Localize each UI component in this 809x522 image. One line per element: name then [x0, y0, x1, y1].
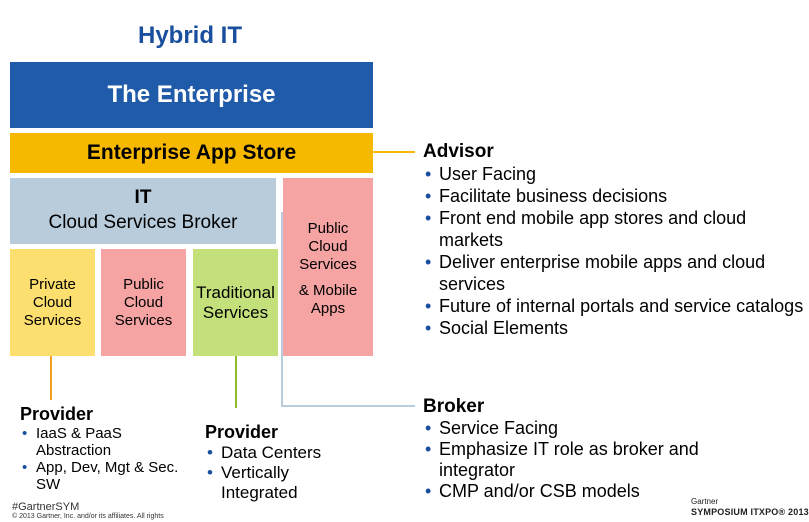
broker-item: CMP and/or CSB models — [423, 481, 743, 502]
broker-connector-horizontal — [281, 405, 415, 407]
provider2-item: Data Centers — [205, 443, 365, 463]
app-store-block: Enterprise App Store — [10, 133, 373, 173]
public-apps-line3: Services — [299, 256, 357, 273]
provider1-connector-line — [50, 356, 52, 400]
advisor-item: User Facing — [423, 163, 808, 185]
broker-block-line2: Cloud Services Broker — [48, 212, 238, 233]
provider2-connector-line — [235, 356, 237, 408]
footer-hashtag: #GartnerSYM — [12, 501, 80, 513]
broker-connector-vertical — [281, 212, 283, 407]
broker-section: Broker Service Facing Emphasize IT role … — [423, 396, 743, 502]
private-line1: Private — [29, 275, 76, 293]
broker-item: Emphasize IT role as broker and integrat… — [423, 439, 743, 481]
advisor-heading: Advisor — [423, 141, 494, 162]
public-cloud-mobile-apps-block: Public Cloud Services & Mobile Apps — [283, 178, 373, 356]
broker-block-line1: IT — [134, 187, 152, 208]
app-store-label: Enterprise App Store — [86, 141, 297, 164]
advisor-item: Front end mobile app stores and cloud ma… — [423, 207, 808, 251]
traditional-line2: Services — [202, 302, 269, 322]
advisor-item: Social Elements — [423, 317, 808, 339]
symposium-logo-text: SYMPOSIUM ITXPO® 2013 — [691, 507, 809, 517]
broker-heading: Broker — [423, 396, 485, 417]
public-line3: Services — [114, 311, 173, 329]
provider2-item: Vertically Integrated — [205, 463, 365, 503]
provider2-list: Data Centers Vertically Integrated — [205, 443, 365, 503]
broker-item: Service Facing — [423, 418, 743, 439]
private-cloud-services-block: Private Cloud Services — [10, 249, 95, 356]
provider1-section: Provider IaaS & PaaS Abstraction App, De… — [20, 404, 180, 493]
cloud-services-broker-block: IT Cloud Services Broker — [10, 178, 276, 244]
provider1-item: App, Dev, Mgt & Sec. SW — [20, 459, 180, 493]
traditional-line1: Traditional — [196, 282, 275, 302]
enterprise-label: The Enterprise — [107, 81, 276, 108]
provider1-list: IaaS & PaaS Abstraction App, Dev, Mgt & … — [20, 425, 180, 493]
public-apps-line4: & Mobile — [298, 282, 358, 299]
public-cloud-services-block: Public Cloud Services — [101, 249, 186, 356]
provider1-heading: Provider — [20, 404, 94, 424]
advisor-list: User Facing Facilitate business decision… — [423, 163, 808, 339]
broker-list: Service Facing Emphasize IT role as brok… — [423, 418, 743, 502]
traditional-services-block: Traditional Services — [193, 249, 278, 356]
gartner-logo-text: Gartner — [691, 497, 719, 506]
footer-copyright: © 2013 Gartner, Inc. and/or its affiliat… — [12, 513, 164, 520]
advisor-connector-line — [373, 151, 415, 153]
private-line3: Services — [23, 311, 82, 329]
advisor-section: Advisor User Facing Facilitate business … — [423, 141, 808, 339]
public-line1: Public — [123, 275, 164, 293]
public-apps-line5: Apps — [310, 300, 346, 317]
diagram-title: Hybrid IT — [137, 22, 242, 49]
provider1-item: IaaS & PaaS Abstraction — [20, 425, 180, 459]
provider2-heading: Provider — [205, 422, 279, 442]
provider2-section: Provider Data Centers Vertically Integra… — [205, 422, 365, 503]
private-line2: Cloud — [32, 293, 73, 311]
public-line2: Cloud — [123, 293, 164, 311]
public-apps-line1: Public — [307, 220, 349, 237]
advisor-item: Future of internal portals and service c… — [423, 295, 808, 317]
advisor-item: Deliver enterprise mobile apps and cloud… — [423, 251, 808, 295]
advisor-item: Facilitate business decisions — [423, 185, 808, 207]
enterprise-block: The Enterprise — [10, 62, 373, 128]
public-apps-line2: Cloud — [308, 238, 348, 255]
